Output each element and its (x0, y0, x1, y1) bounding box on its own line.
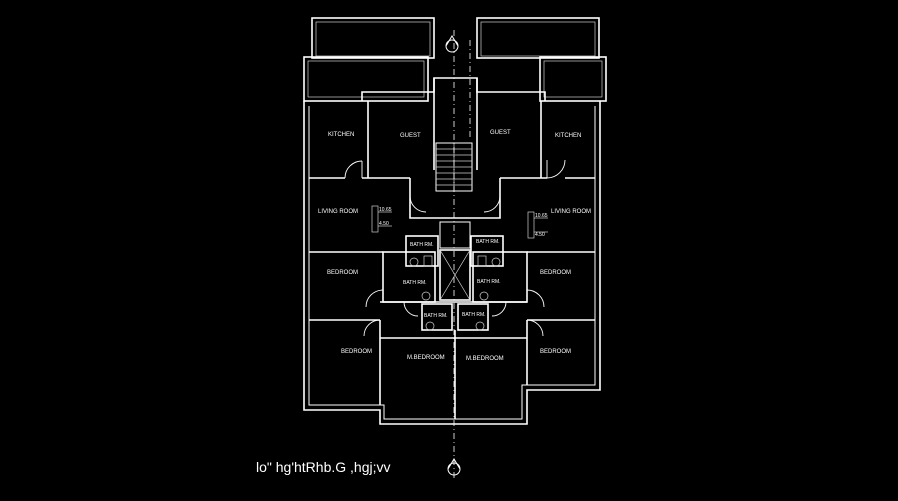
outer-walls (303, 77, 601, 425)
room-bath-1: BATH RM. (410, 242, 434, 248)
level-left-upper: 10.65 (379, 207, 392, 213)
doors (344, 159, 566, 337)
level-right-upper: 10.65 (535, 213, 548, 219)
room-living-right: LIVING ROOM (551, 209, 591, 215)
room-bedroom-right: BEDROOM (540, 270, 571, 276)
room-mbedroom-left: M.BEDROOM (407, 355, 445, 361)
room-labels: KITCHEN GUEST GUEST KITCHEN LIVING ROOM … (318, 130, 591, 362)
balconies (303, 17, 607, 102)
room-bath-3: BATH RM. (403, 280, 427, 286)
room-kitchen-left: KITCHEN (328, 132, 354, 138)
room-guest-left: GUEST (400, 133, 421, 139)
room-bedroom-left-lower: BEDROOM (341, 349, 372, 355)
caption: lo" hg'htRhb.G ,hgj;vv (256, 459, 391, 475)
room-living-left: LIVING ROOM (318, 209, 358, 215)
level-right-lower: 4.50 (535, 232, 545, 238)
fixtures (409, 255, 501, 331)
north-arrow-pointer-icon (445, 35, 459, 47)
center-axis (445, 30, 471, 480)
room-guest-right: GUEST (490, 130, 511, 136)
room-bedroom-left: BEDROOM (327, 270, 358, 276)
level-markers: 10.65 4.50 10.65 4.50 (371, 205, 548, 239)
room-bath-6: BATH RM. (462, 312, 486, 318)
section-marker-pointer-icon (447, 458, 461, 470)
interior-walls (309, 101, 595, 419)
room-bath-4: BATH RM. (477, 279, 501, 285)
room-mbedroom-right: M.BEDROOM (466, 356, 504, 362)
room-bath-5: BATH RM. (424, 313, 448, 319)
room-bath-2: BATH RM. (476, 239, 500, 245)
plan-caption: lo" hg'htRhb.G ,hgj;vv (256, 459, 391, 475)
north-arrow-icon (445, 39, 459, 53)
room-bedroom-right-lower: BEDROOM (540, 349, 571, 355)
level-left-lower: 4.50 (379, 221, 389, 227)
room-kitchen-right: KITCHEN (555, 133, 581, 139)
